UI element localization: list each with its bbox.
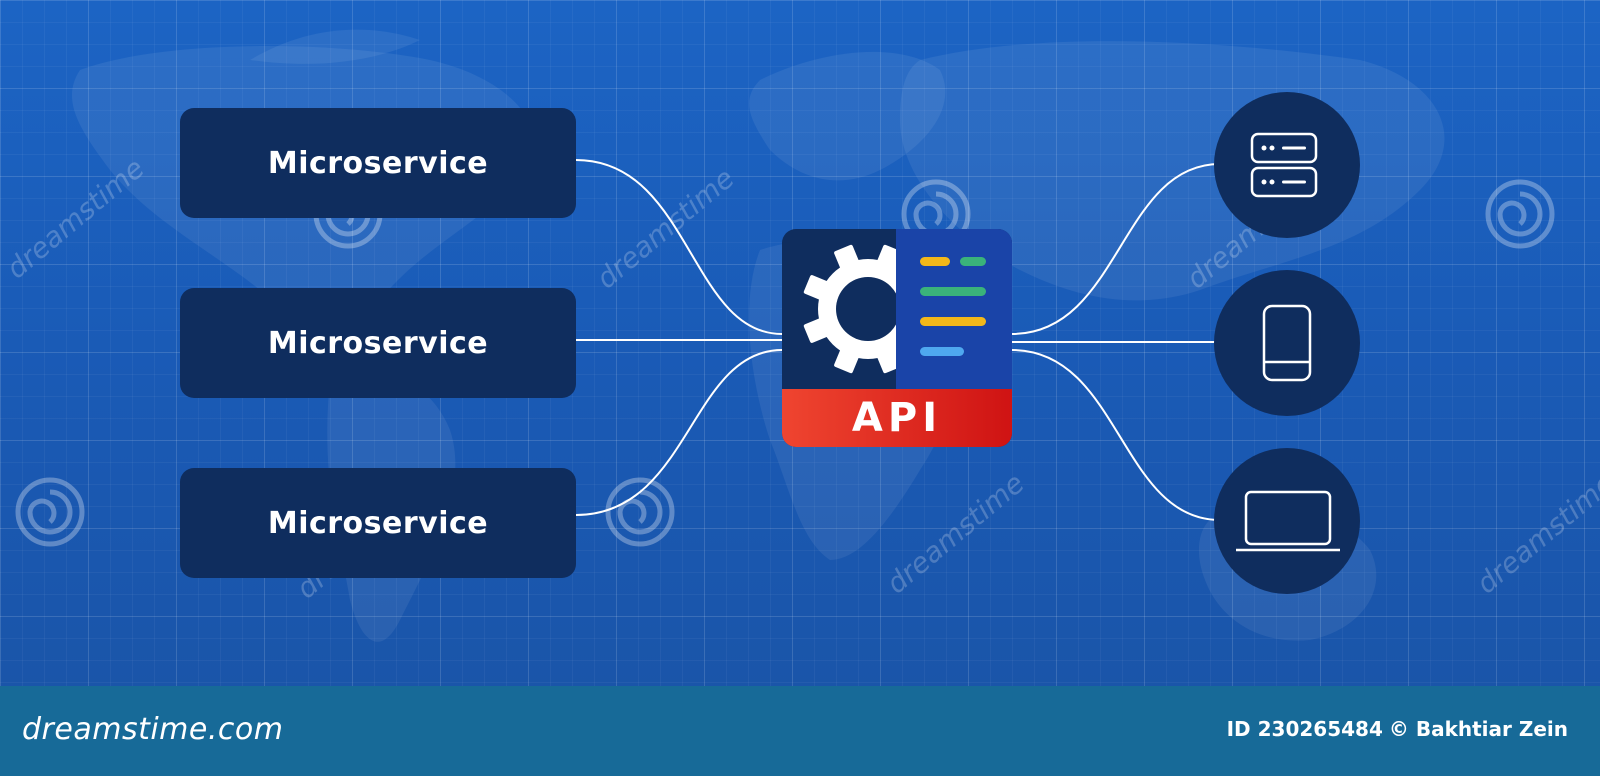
author-credit: © Bakhtiar Zein [1388, 717, 1568, 741]
connector-line [1011, 163, 1221, 335]
microservice-label: Microservice [267, 145, 489, 181]
image-id: ID 230265484 [1226, 717, 1383, 741]
connector-line [575, 159, 783, 335]
api-label-band: API [782, 389, 1012, 447]
device-circle-laptop [1214, 448, 1360, 594]
footer-credit: ID 230265484© Bakhtiar Zein [1227, 717, 1574, 741]
code-line-bar [920, 257, 950, 266]
watermark-logo-icon [15, 477, 85, 547]
connectors [575, 159, 1221, 521]
microservice-label: Microservice [267, 325, 489, 361]
footer-brand: dreamstime.com [22, 712, 284, 747]
stock-footer: dreamstime.com ID 230265484© Bakhtiar Ze… [0, 686, 1600, 776]
microservice-box-1: Microservice [180, 108, 576, 218]
microservice-box-2: Microservice [180, 288, 576, 398]
device-circle-smartphone [1214, 270, 1360, 416]
device-circle-server [1214, 92, 1360, 238]
server-icon [1250, 132, 1318, 198]
gear-icon [803, 244, 896, 374]
code-line-bar [920, 287, 986, 296]
smartphone-icon [1262, 304, 1312, 382]
watermark-logo-icon [605, 477, 675, 547]
code-line-bar [920, 317, 986, 326]
code-line-bar [960, 257, 986, 266]
microservice-box-3: Microservice [180, 468, 576, 578]
laptop-icon [1236, 490, 1340, 552]
connector-line [1011, 349, 1221, 521]
api-document-panel [896, 229, 1012, 389]
connector-line [575, 349, 783, 516]
api-label: API [851, 395, 943, 441]
microservice-label: Microservice [267, 505, 489, 541]
watermark-logo-icon [1485, 179, 1555, 249]
code-line-bar [920, 347, 964, 356]
api-card: API [782, 229, 1012, 447]
diagram-canvas: dreamstime dreamstime dreamstime dreamst… [0, 0, 1600, 686]
